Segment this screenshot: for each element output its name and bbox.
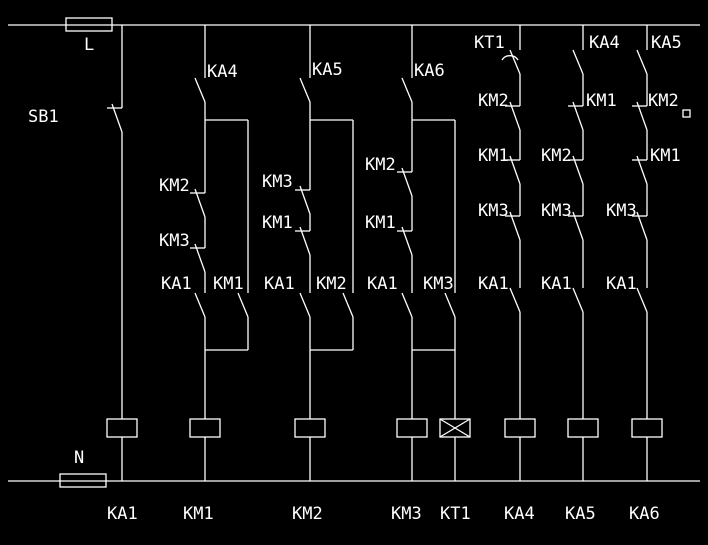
device-label-ka1: KA1 bbox=[367, 274, 398, 294]
coil-ka4-icon bbox=[504, 418, 536, 438]
device-label-ka1: KA1 bbox=[107, 504, 138, 524]
device-label-km3: KM3 bbox=[391, 504, 422, 524]
text-cursor-box bbox=[682, 109, 691, 118]
device-label-ka6: KA6 bbox=[629, 504, 660, 524]
device-label-km3: KM3 bbox=[159, 231, 190, 251]
fuse-N-icon bbox=[59, 473, 107, 488]
device-label-km2: KM2 bbox=[292, 504, 323, 524]
coil-kt1-icon bbox=[439, 418, 471, 438]
contact-km1-nc-icon bbox=[568, 101, 584, 131]
device-label-ka4: KA4 bbox=[504, 504, 535, 524]
contact-km3-nc-icon bbox=[632, 211, 648, 241]
device-label-km1: KM1 bbox=[183, 504, 214, 524]
device-label-km3: KM3 bbox=[606, 201, 637, 221]
contact-km3-nc-icon bbox=[568, 211, 584, 241]
contact-ka1-no-icon bbox=[299, 292, 311, 318]
device-label-km2: KM2 bbox=[365, 155, 396, 175]
coil-km2-icon bbox=[294, 418, 326, 438]
device-label-sb1: SB1 bbox=[28, 107, 59, 127]
contact-ka1-no-icon bbox=[401, 292, 413, 318]
device-label-ka5: KA5 bbox=[565, 504, 596, 524]
contact-km1-nc-icon bbox=[397, 226, 413, 256]
device-label-kt1: KT1 bbox=[474, 33, 505, 53]
device-label-km1: KM1 bbox=[262, 213, 293, 233]
device-label-l: L bbox=[84, 35, 94, 55]
device-label-km1: KM1 bbox=[365, 213, 396, 233]
contact-sb1-nc-icon bbox=[107, 103, 123, 133]
device-label-ka1: KA1 bbox=[541, 274, 572, 294]
device-label-ka1: KA1 bbox=[264, 274, 295, 294]
contact-km3-nc-icon bbox=[295, 185, 311, 215]
device-label-ka4: KA4 bbox=[589, 33, 620, 53]
device-label-n: N bbox=[74, 448, 84, 468]
contact-km1-no-icon bbox=[237, 292, 249, 318]
contact-km3-nc-icon bbox=[190, 243, 206, 273]
contact-km1-nc-icon bbox=[295, 226, 311, 256]
device-label-ka5: KA5 bbox=[651, 33, 682, 53]
contact-km2-nc-icon bbox=[505, 101, 521, 131]
contact-km1-nc-icon bbox=[505, 155, 521, 185]
contact-km3-nc-icon bbox=[505, 211, 521, 241]
contact-km1-nc-icon bbox=[632, 155, 648, 185]
fuse-L-icon bbox=[65, 17, 113, 32]
coil-ka5-icon bbox=[567, 418, 599, 438]
device-label-km2: KM2 bbox=[316, 274, 347, 294]
device-label-km2: KM2 bbox=[648, 91, 679, 111]
contact-ka1-no-icon bbox=[572, 287, 584, 313]
contact-km2-nc-icon bbox=[190, 188, 206, 218]
contact-km2-nc-icon bbox=[568, 155, 584, 185]
contact-ka1-no-icon bbox=[194, 292, 206, 318]
contact-ka4-no-icon bbox=[572, 49, 584, 75]
device-label-ka5: KA5 bbox=[312, 60, 343, 80]
contact-ka1-no-icon bbox=[509, 287, 521, 313]
contact-km2-nc-icon bbox=[397, 167, 413, 197]
device-label-km3: KM3 bbox=[423, 274, 454, 294]
device-label-km3: KM3 bbox=[478, 201, 509, 221]
device-label-ka4: KA4 bbox=[207, 62, 238, 82]
contact-ka5-no-icon bbox=[636, 49, 648, 75]
device-label-km2: KM2 bbox=[478, 91, 509, 111]
device-label-km1: KM1 bbox=[586, 91, 617, 111]
coil-ka1-icon bbox=[106, 418, 138, 438]
device-label-km3: KM3 bbox=[541, 201, 572, 221]
contact-km2-nc-icon bbox=[632, 101, 648, 131]
contact-ka6-no-icon bbox=[401, 77, 413, 103]
device-label-ka6: KA6 bbox=[414, 61, 445, 81]
contact-ka1-no-icon bbox=[636, 287, 648, 313]
contact-ka4-no-icon bbox=[194, 77, 206, 103]
device-label-ka1: KA1 bbox=[478, 274, 509, 294]
contact-km2-no-icon bbox=[342, 292, 354, 318]
device-label-km2: KM2 bbox=[159, 176, 190, 196]
contact-km3-no-icon bbox=[444, 292, 456, 318]
contact-ka5-no-icon bbox=[299, 77, 311, 103]
device-label-km1: KM1 bbox=[650, 146, 681, 166]
device-label-km2: KM2 bbox=[541, 146, 572, 166]
contact-kt1-no-icon bbox=[501, 49, 521, 75]
device-label-ka1: KA1 bbox=[161, 274, 192, 294]
device-label-km3: KM3 bbox=[262, 172, 293, 192]
coil-km3-icon bbox=[396, 418, 428, 438]
device-label-kt1: KT1 bbox=[440, 504, 471, 524]
coil-ka6-icon bbox=[631, 418, 663, 438]
coil-km1-icon bbox=[189, 418, 221, 438]
device-label-km1: KM1 bbox=[478, 146, 509, 166]
device-label-km1: KM1 bbox=[213, 274, 244, 294]
device-label-ka1: KA1 bbox=[606, 274, 637, 294]
